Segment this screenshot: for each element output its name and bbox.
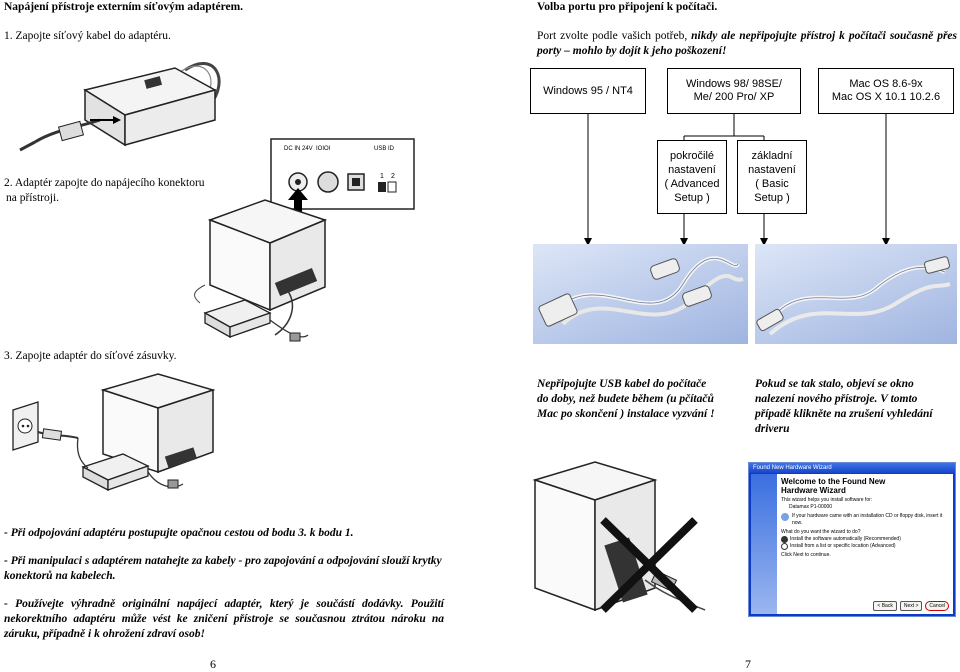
right-intro-normal: Port zvolte podle vašich potřeb, [537, 30, 692, 42]
wizard-body2: If your hardware came with an installati… [792, 513, 943, 526]
setup-advanced-line4: Setup ) [674, 192, 710, 204]
right-intro-warning: nikdy ale nepřipojujte přístroj k počíta… [537, 30, 958, 57]
setup-basic-line3: ( Basic [755, 178, 789, 190]
wizard-question: What do you want the wizard to do? [781, 529, 861, 535]
dc-in-label: DC IN 24V [284, 146, 313, 152]
os-box-win95: Windows 95 / NT4 [530, 68, 646, 114]
wizard-option2-radio[interactable] [781, 543, 788, 550]
setup-basic-line4: Setup ) [754, 192, 790, 204]
usb-cable-icon [756, 256, 951, 336]
note-1: - Při odpojování adaptéru postupujte opa… [4, 527, 354, 539]
step-1-text: 1. Zapojte síťový kabel do adaptéru. [4, 30, 171, 42]
wizard-sidebar [751, 474, 777, 614]
wizard-option1-label[interactable]: Install the software automatically (Reco… [790, 536, 901, 542]
os-box-mac-line1: Mac OS 8.6-9x [849, 78, 923, 90]
wizard-option2-label[interactable]: Install from a list or specific location… [790, 543, 896, 549]
port-flow-lines [584, 114, 890, 246]
step-3-text: 3. Zapojte adaptér do síťové zásuvky. [4, 350, 177, 362]
right-intro: Port zvolte podle vašich potřeb, nikdy a… [537, 29, 957, 59]
switch-2-label: 2 [391, 173, 395, 180]
serial-cable-icon [538, 256, 744, 327]
setup-box-basic: základní nastavení ( Basic Setup ) [737, 140, 807, 214]
usb-warning-text: Nepřipojujte USB kabel do počítače do do… [537, 378, 715, 420]
wizard-back-button[interactable]: < Back [873, 601, 897, 611]
left-heading: Napájení přístroje externím síťovým adap… [4, 1, 244, 13]
os-box-mac-line2: Mac OS X 10.1 10.2.6 [831, 91, 941, 103]
usb-cable-photo [755, 244, 957, 344]
wizard-welcome-line2: Hardware Wizard [781, 486, 846, 495]
wall-socket-printer-illustration [12, 373, 216, 492]
wizard-next-button[interactable]: Next > [899, 601, 923, 611]
wizard-body1: This wizard helps you install software f… [781, 497, 873, 503]
os-box-win95-label: Windows 95 / NT4 [543, 84, 633, 97]
power-adapter-illustration [19, 62, 221, 152]
setup-advanced-line2: nastavení [668, 164, 716, 176]
note-3: - Používejte výhradně originální napájec… [4, 598, 444, 640]
printer-adapter-illustration [194, 199, 328, 342]
setup-basic-line2: nastavení [748, 164, 796, 176]
wizard-continue-text: Click Next to continue. [781, 552, 831, 558]
os-box-win98: Windows 98/ 98SE/ Me/ 200 Pro/ XP [667, 68, 801, 114]
wizard-device-name: Datamax P1-00000 [789, 504, 833, 510]
serial-cable-photo [533, 244, 748, 344]
wizard-option1-radio[interactable] [781, 536, 788, 543]
page-number-right: 7 [745, 657, 751, 671]
wizard-welcome-line1: Welcome to the Found New [781, 477, 886, 486]
setup-box-advanced: pokročilé nastavení ( Advanced Setup ) [657, 140, 727, 214]
wizard-cancel-button[interactable]: Cancel [925, 601, 949, 611]
found-new-hardware-wizard: Found New Hardware Wizard Welcome to the… [748, 462, 956, 617]
setup-basic-line1: základní [751, 150, 793, 162]
os-box-mac: Mac OS 8.6-9x Mac OS X 10.1 10.2.6 [818, 68, 954, 114]
usb-id-label: USB ID [374, 146, 395, 152]
new-hardware-note-text: Pokud se tak stalo, objeví se okno nalez… [755, 378, 933, 435]
arrow-up-icon [288, 188, 308, 218]
setup-advanced-line1: pokročilé [669, 150, 715, 162]
os-box-win98-line1: Windows 98/ 98SE/ [686, 78, 782, 90]
os-box-win98-line2: Me/ 200 Pro/ XP [693, 91, 775, 103]
connector-panel-illustration: DC IN 24V IOIOI USB ID 1 2 [270, 138, 415, 210]
switch-1-label: 1 [380, 173, 384, 180]
note-2: - Při manipulaci s adaptérem natahejte z… [4, 555, 442, 582]
wizard-titlebar: Found New Hardware Wizard [749, 463, 955, 473]
cd-icon [781, 513, 789, 521]
step-2-text-line1: 2. Adaptér zapojte do napájecího konekto… [4, 177, 205, 189]
setup-advanced-line3: ( Advanced [664, 178, 720, 190]
right-heading: Volba portu pro připojení k počítači. [537, 1, 718, 13]
printer-usb-crossed-illustration [532, 461, 706, 613]
page-number-left: 6 [210, 657, 216, 671]
serial-label: IOIOI [316, 146, 331, 152]
step-2-text-line2: na přístroji. [6, 192, 60, 204]
